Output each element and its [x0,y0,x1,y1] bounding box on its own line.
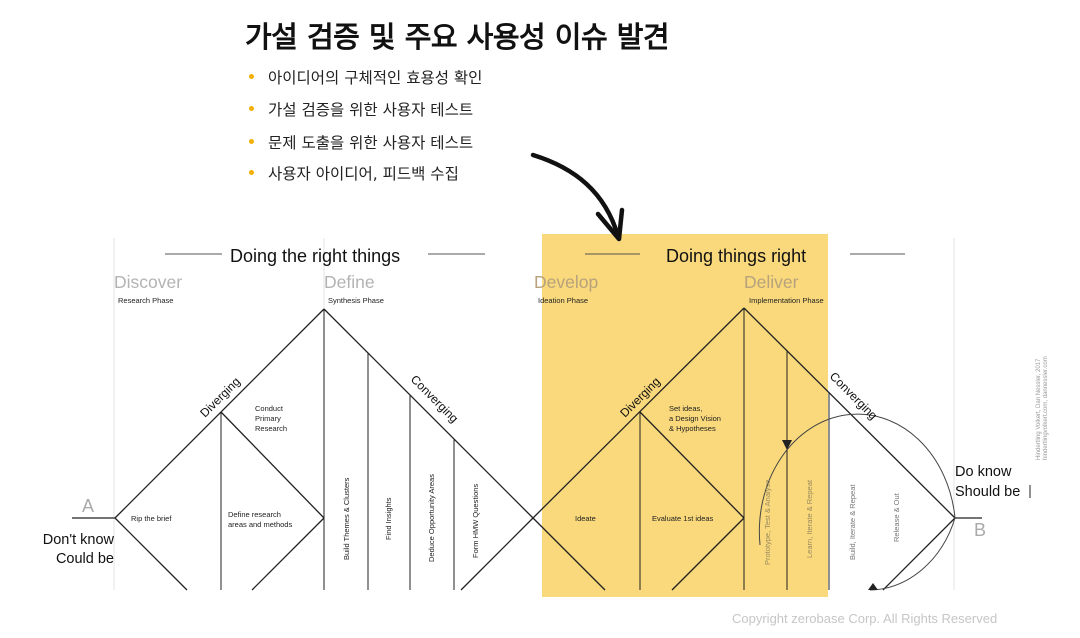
prototype-label: Prototype, Test & Analyse [763,480,772,565]
end-label-2: Should be [955,484,1020,500]
set-ideas-label-3: & Hypotheses [669,424,716,433]
phase-deliver: Deliver [744,272,799,292]
credit-line-2: hindertlingvolkert.com, dannessler.com [1043,356,1049,460]
credit-line-1: Hindertling Volkert, Dan Nessler, 2017 [1036,358,1042,460]
learn-label: Learn, Iterate & Repeat [805,479,814,558]
inner-verticals [220,308,830,590]
form-hmw-label: Form HMW Questions [471,484,480,558]
phase-sub-research: Research Phase [118,296,173,305]
build-iterate-label: Build, Iterate & Repeat [848,484,857,560]
deduce-opportunity-label: Deduce Opportunity Areas [427,474,436,562]
side-credit: Hindertling Volkert, Dan Nessler, 2017 h… [1036,356,1050,460]
pointer-arrow-icon [530,152,621,239]
bullet-item: 가설 검증을 위한 사용자 테스트 [248,98,482,120]
phase-define: Define [324,272,375,292]
conduct-label-2: Primary [255,414,281,423]
bullet-item: 아이디어의 구체적인 효용성 확인 [248,66,482,88]
iteration-loop [758,413,956,591]
copyright-text: Copyright zerobase Corp. All Rights Rese… [732,611,998,626]
find-insights-label: Find Insights [384,497,393,540]
header-left: Doing the right things [230,246,400,266]
rip-brief-label: Rip the brief [131,514,172,523]
release-label: Release & Out [892,492,901,542]
pointer-arrowhead-icon [595,207,625,242]
define-research-label-1: Define research [228,510,281,519]
bullet-item: 사용자 아이디어, 피드백 수집 [248,162,482,184]
set-ideas-label-2: a Design Vision [669,414,721,423]
end-label-1: Do know [955,464,1012,480]
bullet-item: 문제 도출을 위한 사용자 테스트 [248,131,482,153]
bullet-list: 아이디어의 구체적인 효용성 확인 가설 검증을 위한 사용자 테스트 문제 도… [248,66,482,184]
phase-sub-ideation: Ideation Phase [538,296,588,305]
start-label-1: Don't know [43,532,115,548]
highlight-box [542,234,828,597]
conduct-label-3: Research [255,424,287,433]
start-label-2: Could be [56,551,114,567]
ideate-label: Ideate [575,514,596,523]
converging-label-1: Converging [408,372,461,425]
diamond-lines [72,307,982,591]
phase-sub-implementation: Implementation Phase [749,296,824,305]
page-title: 가설 검증 및 주요 사용성 이슈 발견 [245,20,670,54]
phase-discover: Discover [114,272,182,292]
evaluate-label: Evaluate 1st ideas [652,514,714,523]
point-b: B [974,520,986,540]
point-a: A [82,496,94,516]
loop-arrow-icon [782,440,792,450]
conduct-label-1: Conduct [255,404,284,413]
phase-develop: Develop [534,272,598,292]
loop-arrow-bottom-icon [868,583,878,590]
header-right: Doing things right [666,246,806,266]
phase-sub-synthesis: Synthesis Phase [328,296,384,305]
set-ideas-label-1: Set ideas, [669,404,702,413]
build-themes-label: Build Themes & Clusters [342,477,351,560]
define-research-label-2: areas and methods [228,520,292,529]
